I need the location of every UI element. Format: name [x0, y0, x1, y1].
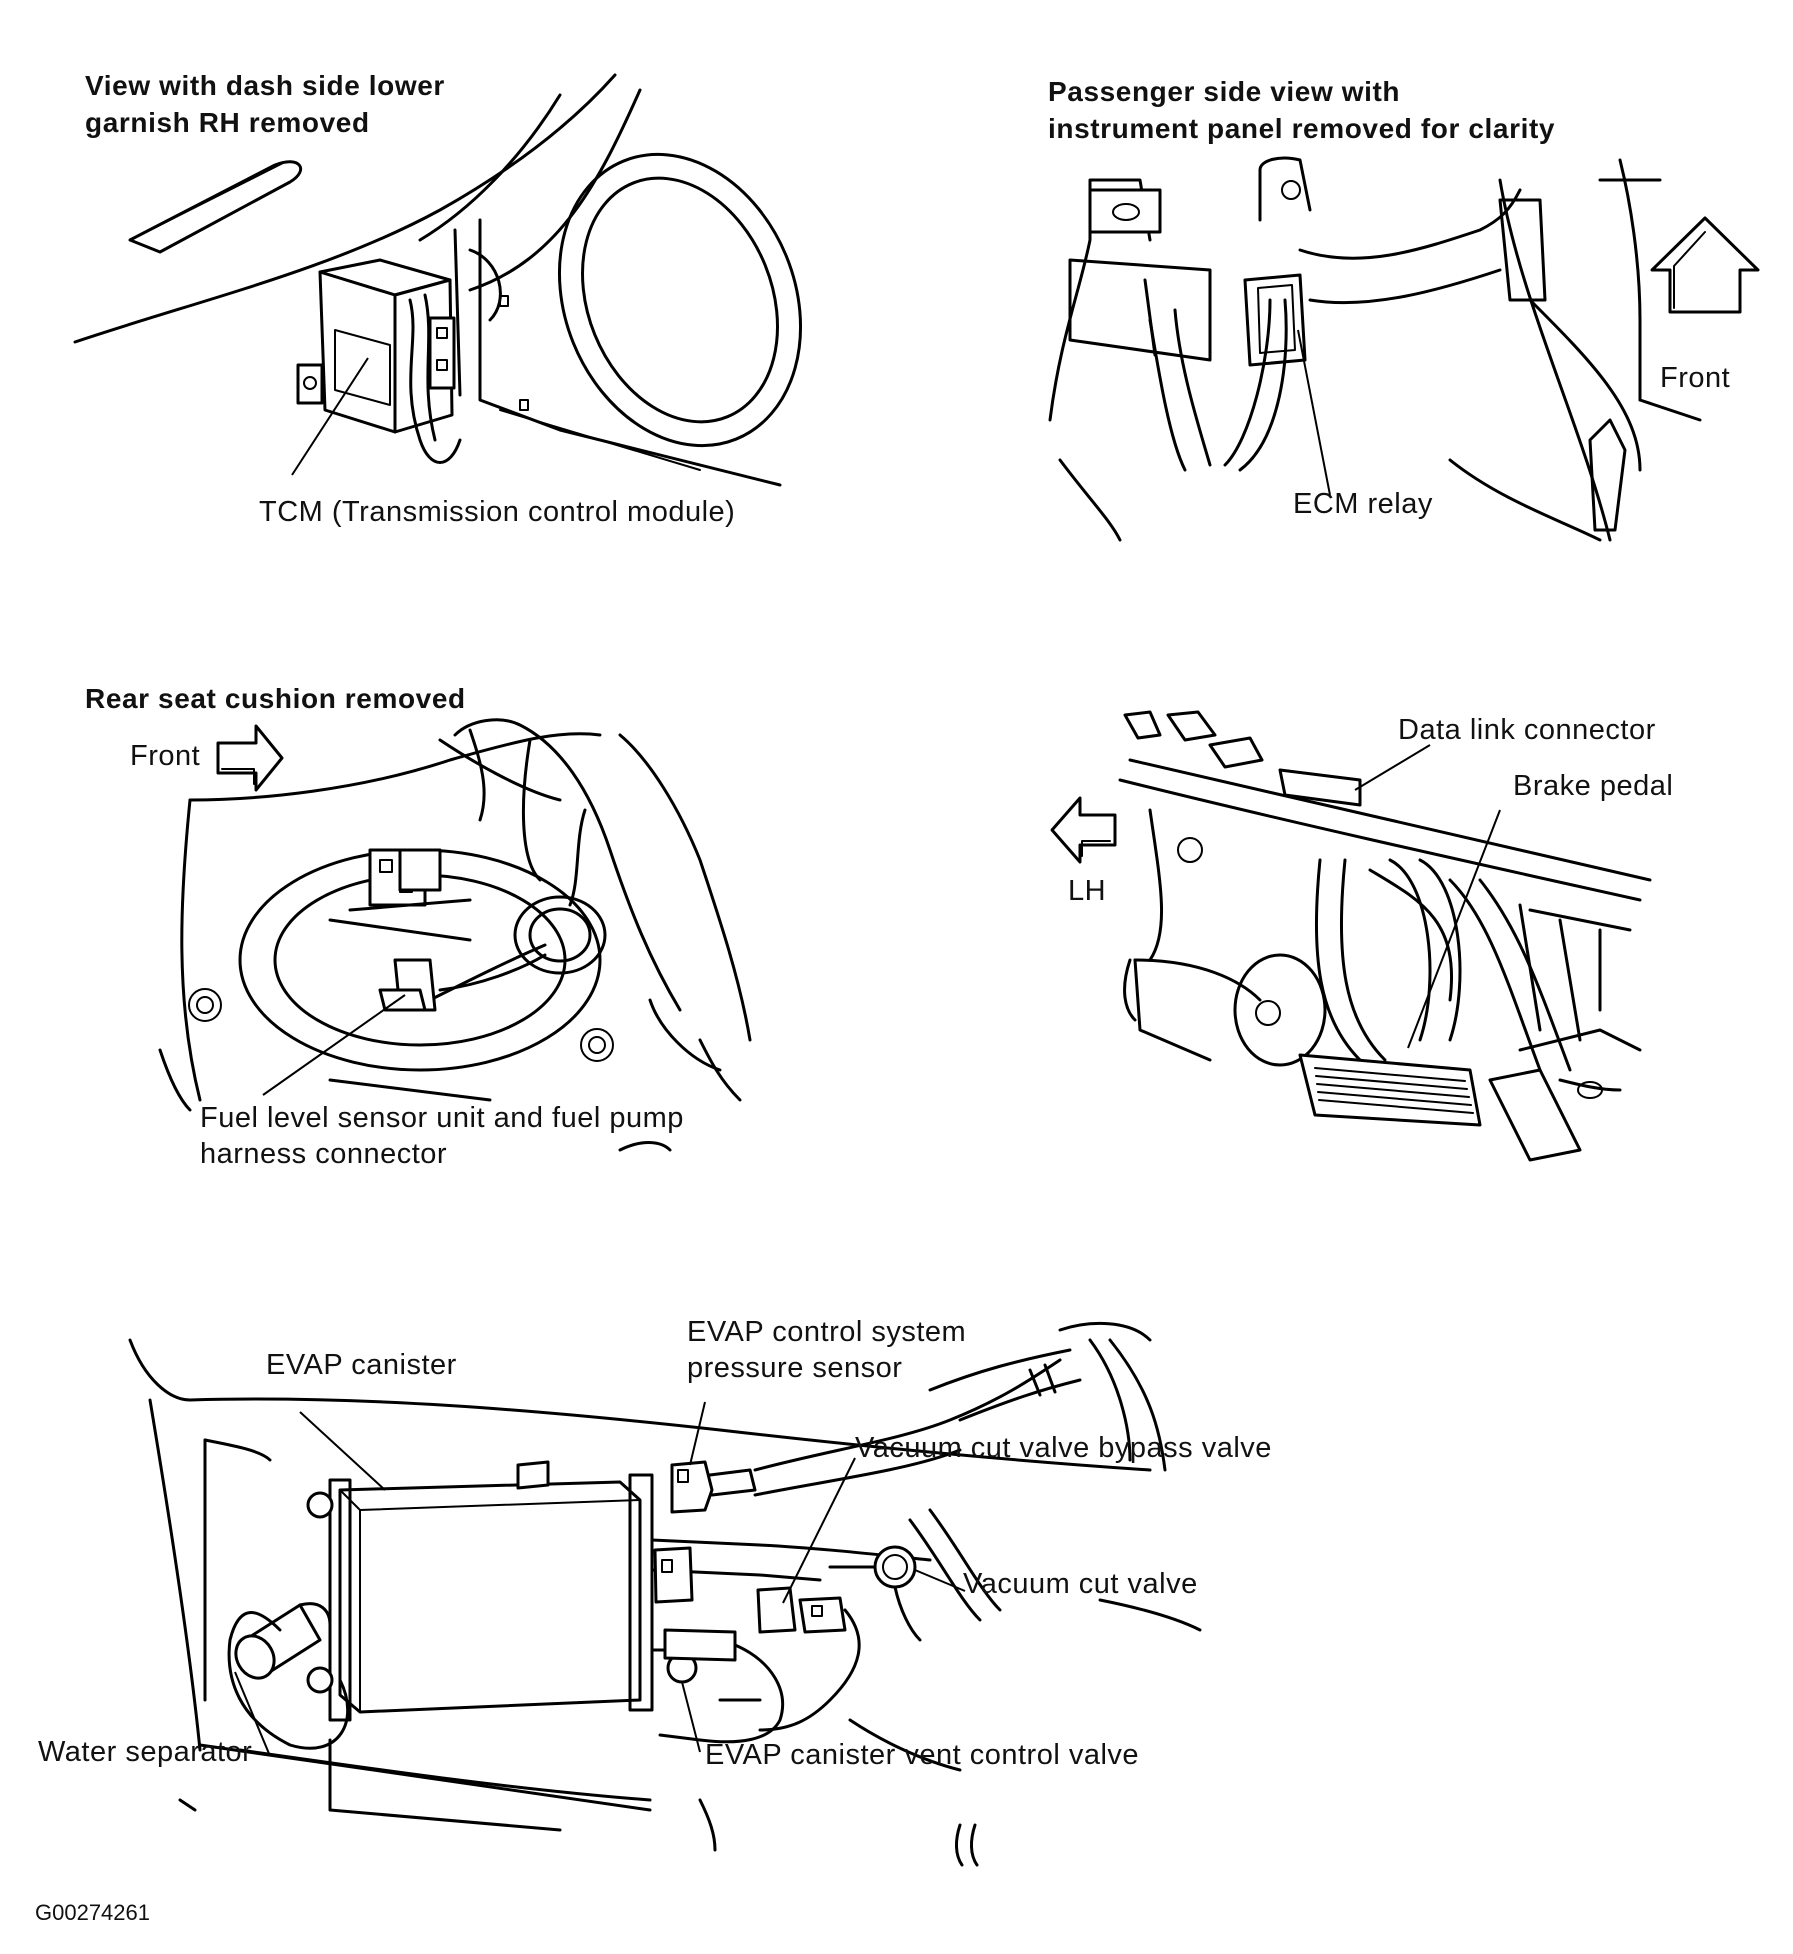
dlc-illustration — [1118, 710, 1652, 1162]
vent-valve-leader-line — [681, 1681, 701, 1753]
vent-valve-label: EVAP canister vent control valve — [705, 1739, 1140, 1771]
ecm-relay-label: ECM relay — [1293, 488, 1433, 520]
tcm-leader-line — [291, 357, 369, 476]
lh-arrow-left-icon — [1050, 796, 1117, 864]
bypass-valve-leader-line — [782, 1457, 856, 1604]
cut-valve-leader-line — [914, 1569, 966, 1592]
fuel-illustration — [158, 718, 752, 1152]
data-link-connector-label: Data link connector — [1398, 714, 1656, 746]
pressure-sensor-label-line1: EVAP control system — [687, 1316, 967, 1348]
fuel-label-line1: Fuel level sensor unit and fuel pump — [200, 1102, 684, 1134]
pressure-sensor-label-line2: pressure sensor — [687, 1352, 903, 1384]
pressure-sensor-leader-line — [689, 1401, 706, 1466]
tcm-heading-line2: garnish RH removed — [85, 107, 370, 138]
tcm-illustration — [73, 73, 803, 487]
water-separator-leader-line — [234, 1671, 271, 1757]
lh-label: LH — [1068, 875, 1107, 907]
cut-valve-label: Vacuum cut valve — [963, 1568, 1198, 1600]
fuel-front-label: Front — [130, 740, 201, 772]
ecm-front-label: Front — [1660, 362, 1731, 394]
fuel-heading: Rear seat cushion removed — [85, 683, 466, 714]
water-separator-label: Water separator — [38, 1736, 253, 1768]
front-arrow-right-icon — [216, 724, 284, 792]
bypass-valve-label: Vacuum cut valve bypass valve — [855, 1432, 1272, 1464]
evap-illustration — [128, 1321, 1202, 1867]
evap-canister-label: EVAP canister — [266, 1349, 457, 1381]
tcm-heading-line1: View with dash side lower — [85, 70, 445, 101]
dlc-leader-line — [1354, 744, 1431, 791]
front-arrow-up-icon — [1650, 216, 1760, 314]
ecm-leader-line — [1297, 329, 1331, 496]
canister-leader-line — [299, 1411, 386, 1491]
fuel-leader-line — [262, 994, 406, 1096]
figure-id: G00274261 — [35, 1900, 150, 1925]
brake-pedal-leader-line — [1407, 809, 1501, 1049]
tcm-label: TCM (Transmission control module) — [259, 496, 736, 528]
ecm-heading-line1: Passenger side view with — [1048, 76, 1401, 107]
brake-pedal-label: Brake pedal — [1513, 770, 1674, 802]
fuel-label-line2: harness connector — [200, 1138, 448, 1170]
ecm-illustration — [1048, 156, 1702, 542]
ecm-heading-line2: instrument panel removed for clarity — [1048, 113, 1556, 144]
